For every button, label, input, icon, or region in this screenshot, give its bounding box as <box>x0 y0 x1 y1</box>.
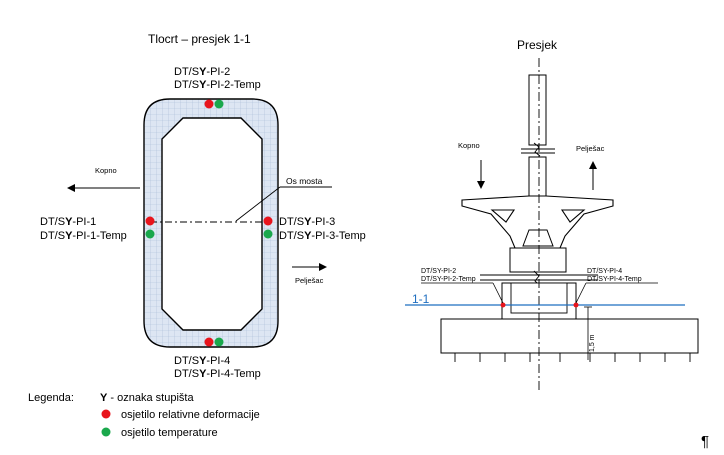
dir-right-label: Pelješac <box>295 276 324 285</box>
sensor-label-top-1: DT/SY-PI-2 <box>174 66 230 78</box>
sensor-label-left-2: DT/SY-PI-1-Temp <box>40 230 127 242</box>
sensor-label-left-1: DT/SY-PI-1 <box>40 216 96 228</box>
sensor-dot-red <box>145 216 155 226</box>
cut-label: 1-1 <box>412 292 430 306</box>
pilcrow-mark: ¶ <box>701 433 709 450</box>
legend-green-dot <box>101 427 111 437</box>
sensor-dot-red <box>204 99 214 109</box>
sensor-label-top-2: DT/SY-PI-2-Temp <box>174 79 261 91</box>
dimension-marker <box>584 306 592 360</box>
sensor-dot-red <box>573 302 579 308</box>
sensor-label-bottom-1: DT/SY-PI-4 <box>174 355 230 367</box>
legend-red-dot <box>101 409 111 419</box>
pylon-column <box>528 74 547 201</box>
section-view: Presjek <box>405 38 699 392</box>
break-mark <box>521 142 555 157</box>
sensor-label-bottom-2: DT/SY-PI-4-Temp <box>174 368 261 380</box>
section-sensor-right-2: DT/SY-PI-4-Temp <box>587 276 642 283</box>
sensor-dot-green <box>214 337 224 347</box>
plan-title: Tlocrt – presjek 1-1 <box>148 32 251 46</box>
section-sensor-left-2: DT/SY-PI-2-Temp <box>421 276 476 283</box>
section-dir-left: Kopno <box>458 141 480 150</box>
dir-left-label: Kopno <box>95 166 117 175</box>
foundation-piles <box>441 352 698 362</box>
sensor-dot-red <box>263 216 273 226</box>
sensor-dot-red <box>204 337 214 347</box>
axis-leader <box>235 186 281 222</box>
pier-upper <box>509 247 567 273</box>
legend-y-entry: Y - oznaka stupišta <box>100 392 194 404</box>
sensor-label-right-2: DT/SY-PI-3-Temp <box>279 230 366 242</box>
section-sensor-right-1: DT/SY-PI-4 <box>587 268 622 275</box>
section-dir-right: Pelješac <box>576 144 605 153</box>
sensor-dot-green <box>214 99 224 109</box>
foundation-cap <box>440 318 699 354</box>
sensor-dot-green <box>145 229 155 239</box>
sensor-leaders <box>421 282 658 304</box>
legend-red-text: osjetilo relativne deformacije <box>121 409 260 421</box>
pier-wall <box>143 98 279 348</box>
legend-green-text: osjetilo temperature <box>121 427 218 439</box>
legend-title: Legenda: <box>28 392 74 404</box>
section-title: Presjek <box>517 38 558 52</box>
plan-view: Tlocrt – presjek 1-1 Os mosta Kopno Pelj… <box>40 32 366 380</box>
deck-box-void <box>522 229 554 247</box>
sensor-dot-green <box>263 229 273 239</box>
legend: Legenda: Y - oznaka stupišta osjetilo re… <box>28 392 260 439</box>
deck-cross-section <box>461 195 614 249</box>
sensor-label-right-1: DT/SY-PI-3 <box>279 216 335 228</box>
axis-label: Os mosta <box>286 176 323 186</box>
dimension-label: 1,5 m <box>589 334 596 352</box>
sensor-dot-red <box>500 302 506 308</box>
section-sensor-left-1: DT/SY-PI-2 <box>421 268 456 275</box>
